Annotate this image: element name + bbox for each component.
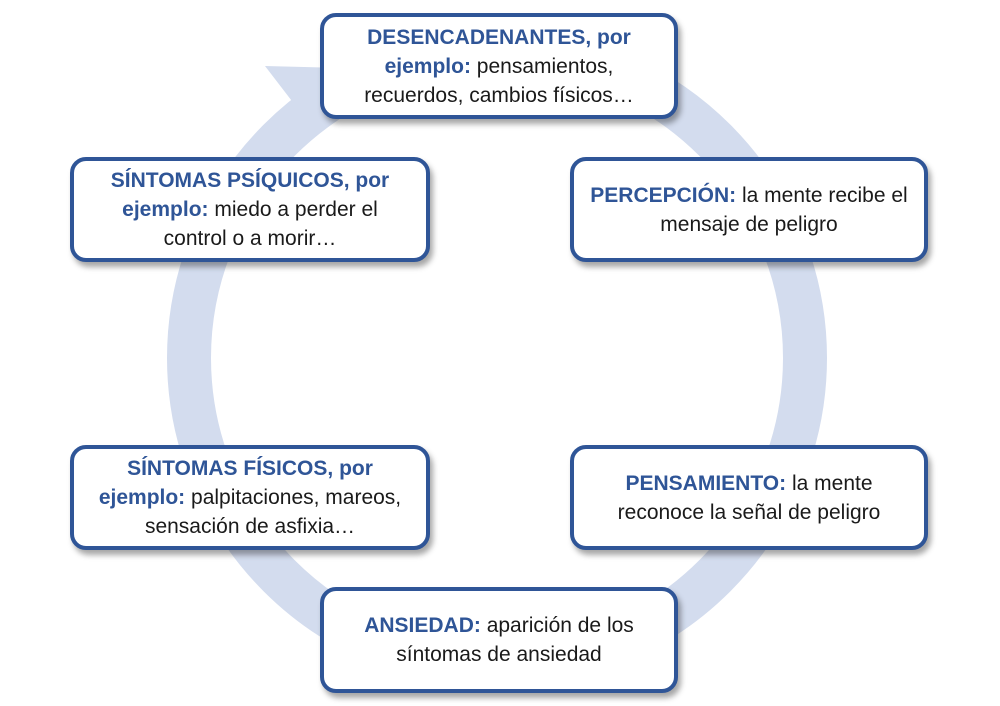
- node-physical: SÍNTOMAS FÍSICOS, por ejemplo: palpitaci…: [70, 445, 430, 550]
- node-thinking: PENSAMIENTO: la mente reconoce la señal …: [570, 445, 928, 550]
- node-physical-content: SÍNTOMAS FÍSICOS, por ejemplo: palpitaci…: [88, 454, 412, 541]
- node-triggers-text: pensamientos, recuerdos, cambios físicos…: [364, 54, 634, 107]
- node-psychic-key: SÍNTOMAS PSÍQUICOS, por ejemplo:: [110, 169, 390, 221]
- node-anxiety-key: ANSIEDAD:: [364, 614, 481, 637]
- node-perception-key: PERCEPCIÓN:: [590, 183, 737, 207]
- node-triggers: DESENCADENANTES, por ejemplo: pensamient…: [320, 13, 678, 119]
- node-physical-key: SÍNTOMAS FÍSICOS, por ejemplo:: [98, 457, 373, 509]
- node-thinking-key: PENSAMIENTO:: [625, 471, 787, 495]
- node-perception-text: la mente recibe el mensaje de peligro: [660, 183, 908, 236]
- node-psychic-content: SÍNTOMAS PSÍQUICOS, por ejemplo: miedo a…: [88, 166, 412, 253]
- node-psychic: SÍNTOMAS PSÍQUICOS, por ejemplo: miedo a…: [70, 157, 430, 262]
- node-psychic-text: miedo a perder el control o a morir…: [163, 198, 378, 250]
- node-thinking-content: PENSAMIENTO: la mente reconoce la señal …: [588, 469, 910, 527]
- node-perception-content: PERCEPCIÓN: la mente recibe el mensaje d…: [588, 181, 910, 239]
- node-thinking-text: la mente reconoce la señal de peligro: [617, 471, 881, 524]
- node-anxiety-content: ANSIEDAD: aparición de los síntomas de a…: [338, 611, 660, 669]
- node-anxiety: ANSIEDAD: aparición de los síntomas de a…: [320, 587, 678, 693]
- node-physical-text: palpitaciones, mareos, sensación de asfi…: [144, 486, 402, 538]
- cycle-ring-band: [167, 28, 827, 688]
- node-perception: PERCEPCIÓN: la mente recibe el mensaje d…: [570, 157, 928, 262]
- node-anxiety-text: aparición de los síntomas de ansiedad: [396, 614, 634, 666]
- node-triggers-content: DESENCADENANTES, por ejemplo: pensamient…: [338, 23, 660, 110]
- node-triggers-key: DESENCADENANTES, por ejemplo:: [367, 25, 631, 78]
